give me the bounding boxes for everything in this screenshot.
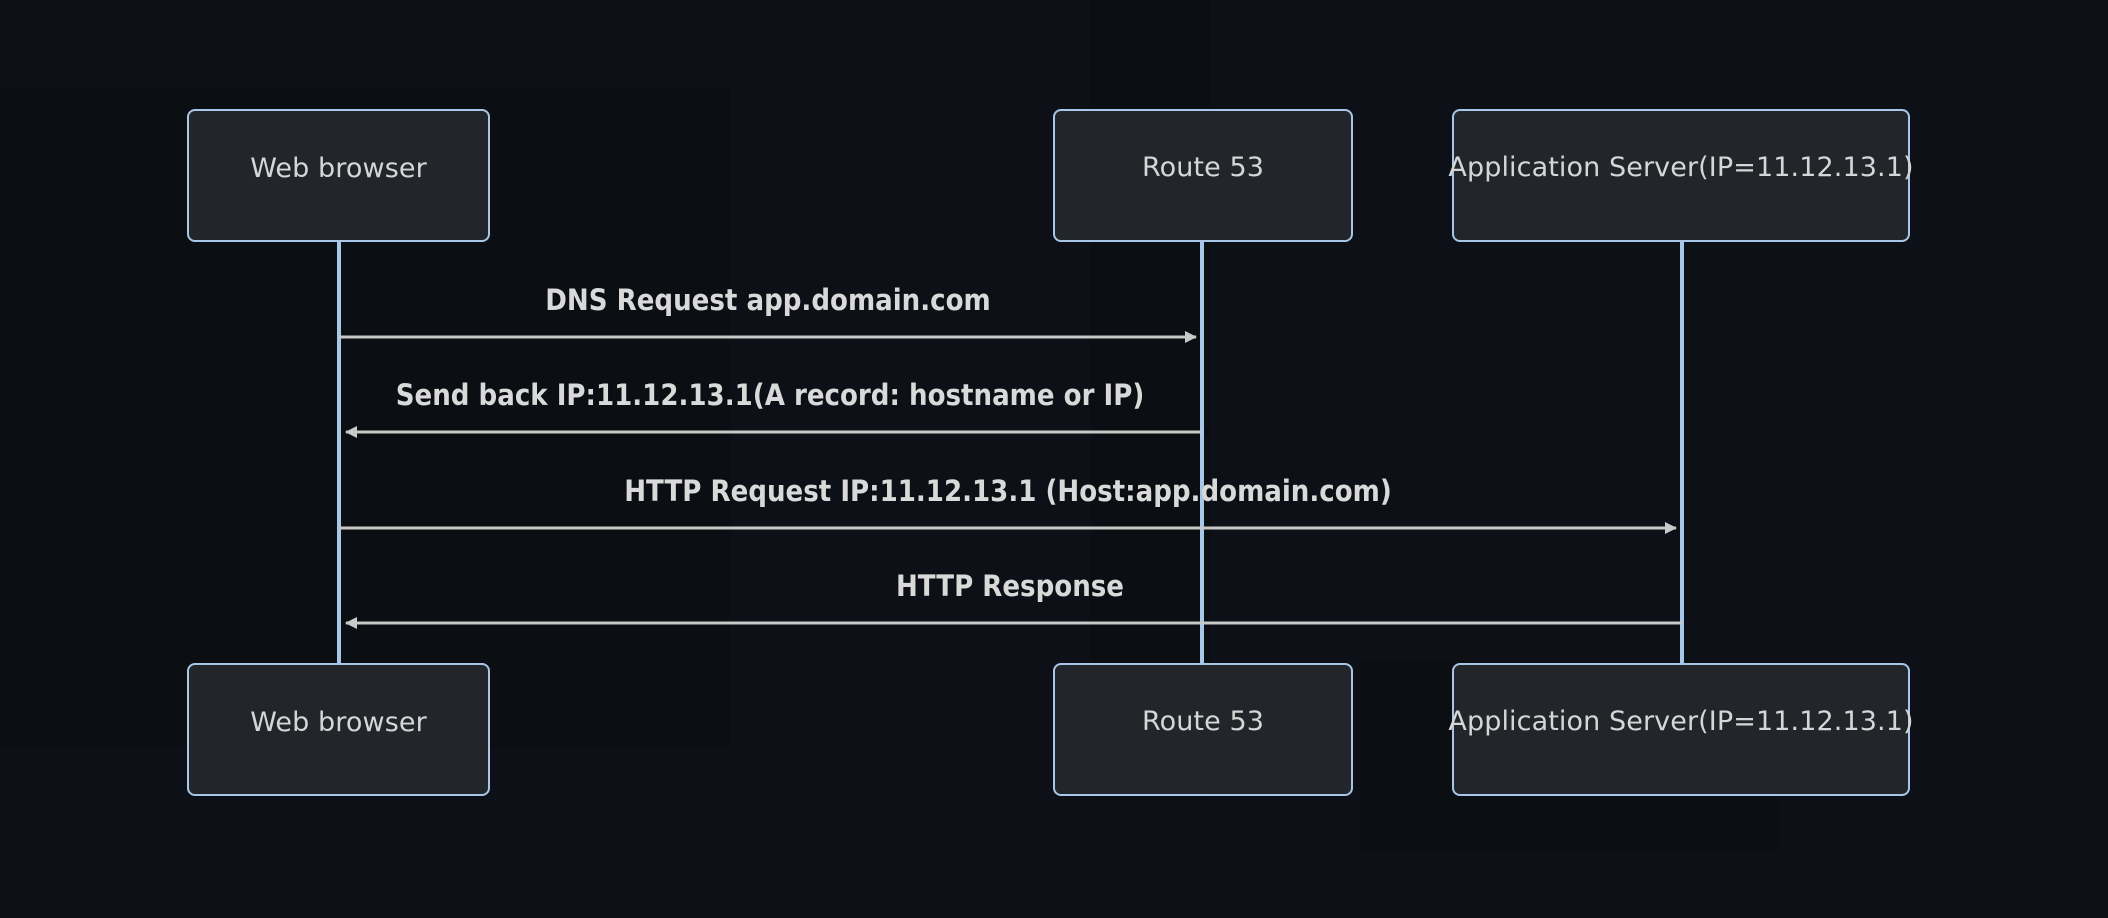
- participant-label-route-53-top: Route 53: [1141, 152, 1265, 183]
- participant-label-web-browser-bottom: Web browser: [250, 707, 427, 738]
- participant-label-route-53-bottom: Route 53: [1141, 706, 1265, 737]
- participant-box-application-server-bottom[interactable]: Application Server(IP=11.12.13.1): [1448, 663, 1914, 796]
- participant-box-route-53-bottom[interactable]: Route 53: [1053, 663, 1353, 796]
- participant-box-application-server-top[interactable]: Application Server(IP=11.12.13.1): [1448, 109, 1914, 242]
- participant-box-web-browser-top[interactable]: Web browser: [187, 109, 490, 242]
- message-label-send-back-ip: Send back IP:11.12.13.1(A record: hostna…: [395, 378, 1145, 412]
- message-label-http-response: HTTP Response: [895, 569, 1125, 603]
- participant-label-web-browser-top: Web browser: [250, 153, 427, 184]
- participant-label-application-server-top: Application Server(IP=11.12.13.1): [1448, 152, 1914, 183]
- participant-box-web-browser-bottom[interactable]: Web browser: [187, 663, 490, 796]
- participant-label-application-server-bottom: Application Server(IP=11.12.13.1): [1448, 706, 1914, 737]
- participant-box-route-53-top[interactable]: Route 53: [1053, 109, 1353, 242]
- message-label-dns-request: DNS Request app.domain.com: [545, 283, 991, 317]
- message-label-http-request: HTTP Request IP:11.12.13.1 (Host:app.dom…: [624, 474, 1392, 508]
